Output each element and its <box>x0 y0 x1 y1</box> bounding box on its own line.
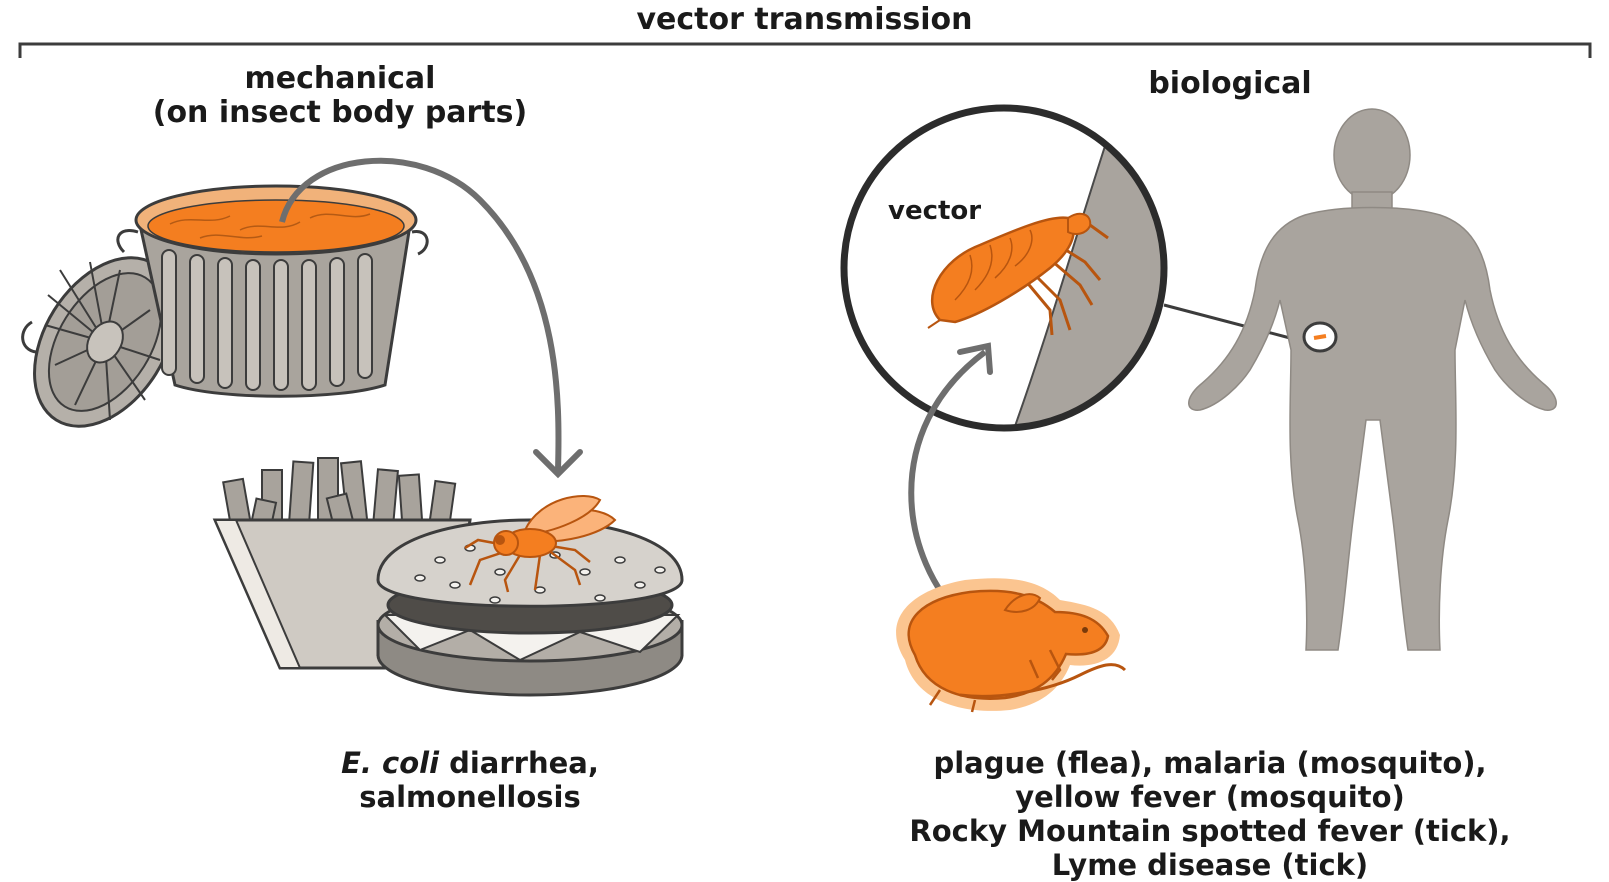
biological-example-line: Lyme disease (tick) <box>820 848 1600 882</box>
vector-label: vector <box>888 196 981 226</box>
mechanical-heading-line2: (on insect body parts) <box>80 96 600 130</box>
diagram-title: vector transmission <box>0 2 1609 37</box>
mechanical-example-rest: diarrhea, <box>439 746 599 780</box>
mechanical-example-line1: E. coli diarrhea, <box>250 746 690 780</box>
mechanical-heading-line1: mechanical <box>80 62 600 96</box>
human-figure-icon <box>1189 109 1557 650</box>
rat-icon <box>896 578 1125 712</box>
mechanical-heading: mechanical (on insect body parts) <box>80 62 600 130</box>
mechanical-example-line2: salmonellosis <box>250 780 690 814</box>
biological-heading: biological <box>1080 66 1380 101</box>
title-bracket <box>20 44 1590 58</box>
biological-examples: plague (flea), malaria (mosquito), yello… <box>820 746 1600 882</box>
ecoli-label: E. coli <box>341 746 439 780</box>
biological-example-line: yellow fever (mosquito) <box>820 780 1600 814</box>
trash-can-icon <box>118 186 427 396</box>
biological-example-line: plague (flea), malaria (mosquito), <box>820 746 1600 780</box>
mechanical-examples: E. coli diarrhea, salmonellosis <box>250 746 690 814</box>
biological-example-line: Rocky Mountain spotted fever (tick), <box>820 814 1600 848</box>
